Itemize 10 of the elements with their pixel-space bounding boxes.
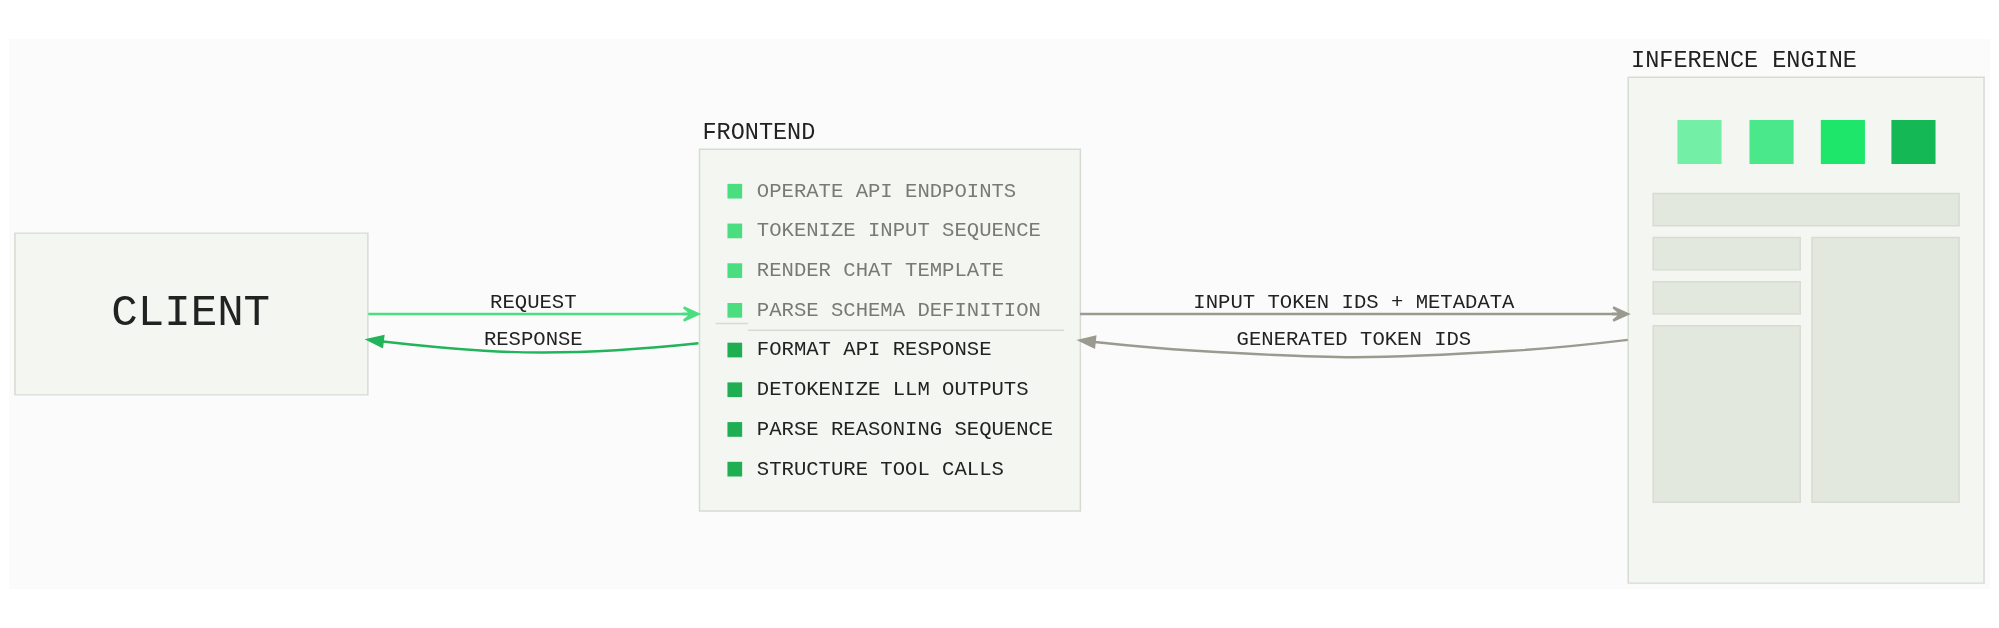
edge-label: RESPONSE — [483, 328, 583, 352]
node-label: FRONTEND — [702, 118, 816, 146]
edge-label: GENERATED TOKEN IDS — [1236, 328, 1472, 352]
arrow — [368, 306, 700, 322]
arrow — [1076, 335, 1628, 359]
node-label: INFERENCE ENGINE — [1631, 46, 1857, 74]
edge-label: INPUT TOKEN IDS + METADATA — [1193, 291, 1515, 315]
arrow — [364, 334, 699, 354]
arrow — [1080, 306, 1630, 322]
edge-label: REQUEST — [490, 291, 577, 315]
